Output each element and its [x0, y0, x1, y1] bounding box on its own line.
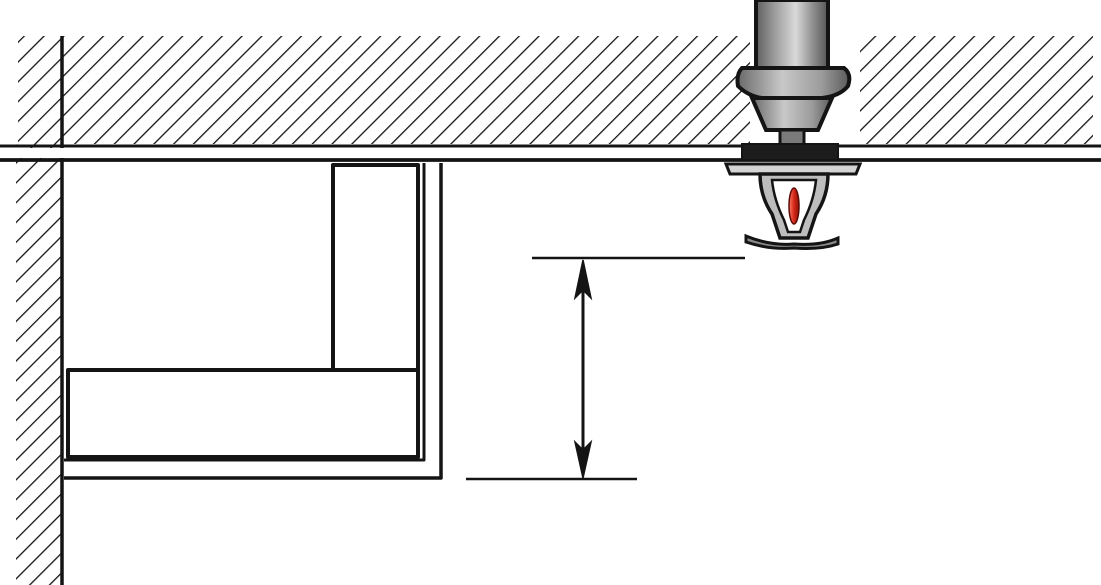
- wall-section: [16, 36, 64, 585]
- vertical-dimension-arrow: [466, 256, 745, 481]
- ceiling-slab: [18, 36, 1093, 144]
- ceiling-finish-line: [0, 144, 1101, 162]
- pendent-sprinkler-head: [723, 0, 863, 250]
- soffit-box: [64, 163, 443, 480]
